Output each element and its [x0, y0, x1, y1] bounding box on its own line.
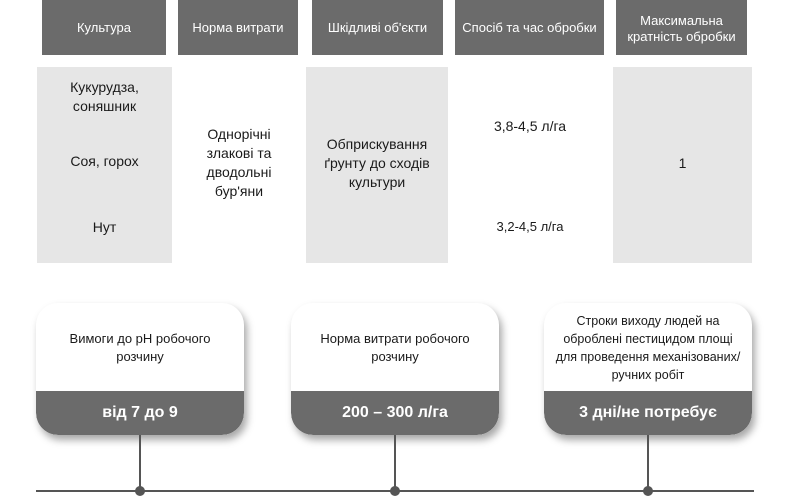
crop-corn-sunflower: Кукурудза, соняшник	[70, 79, 139, 114]
max-treatments-value: 1	[678, 154, 687, 171]
rate-value-2: 3,2-4,5 л/га	[496, 218, 564, 234]
rate-value-1: 3,8-4,5 л/га	[493, 117, 567, 134]
column-target-objects	[306, 67, 448, 263]
timeline-dot	[643, 486, 653, 496]
timeline-dot	[390, 486, 400, 496]
header-rate: Норма витрати	[178, 0, 298, 55]
header-culture: Культура	[42, 0, 166, 55]
card-value: 3 дні/не потребує	[544, 391, 752, 435]
card-label: Норма витрати робочого розчину	[320, 331, 470, 364]
column-culture	[37, 67, 172, 263]
card-label: Вимоги до pH робочого розчину	[69, 331, 211, 364]
timeline-dot	[135, 486, 145, 496]
info-card-reentry: Строки виходу людей на оброблені пестици…	[544, 303, 752, 435]
header-max-treatments: Максимальна кратність обробки	[616, 0, 747, 55]
crop-soy-pea: Соя, горох	[70, 152, 139, 169]
card-value: 200 – 300 л/га	[291, 391, 499, 435]
method-text: Обприскування ґрунту до сходів культури	[324, 135, 430, 190]
header-target-objects: Шкідливі об'єкти	[312, 0, 443, 55]
crop-chickpea: Нут	[92, 218, 117, 235]
info-card-ph: Вимоги до pH робочого розчину від 7 до 9	[36, 303, 244, 435]
timeline-stem	[394, 435, 396, 491]
card-value: від 7 до 9	[36, 391, 244, 435]
timeline-stem	[647, 435, 649, 491]
weeds-text: Однорічні злакові та дводольні бур'яни	[206, 126, 272, 199]
card-label: Строки виходу людей на оброблені пестици…	[555, 314, 741, 382]
column-max-treatments	[613, 67, 752, 263]
header-method: Спосіб та час обробки	[455, 0, 604, 55]
info-card-solution-rate: Норма витрати робочого розчину 200 – 300…	[291, 303, 499, 435]
timeline-stem	[139, 435, 141, 491]
